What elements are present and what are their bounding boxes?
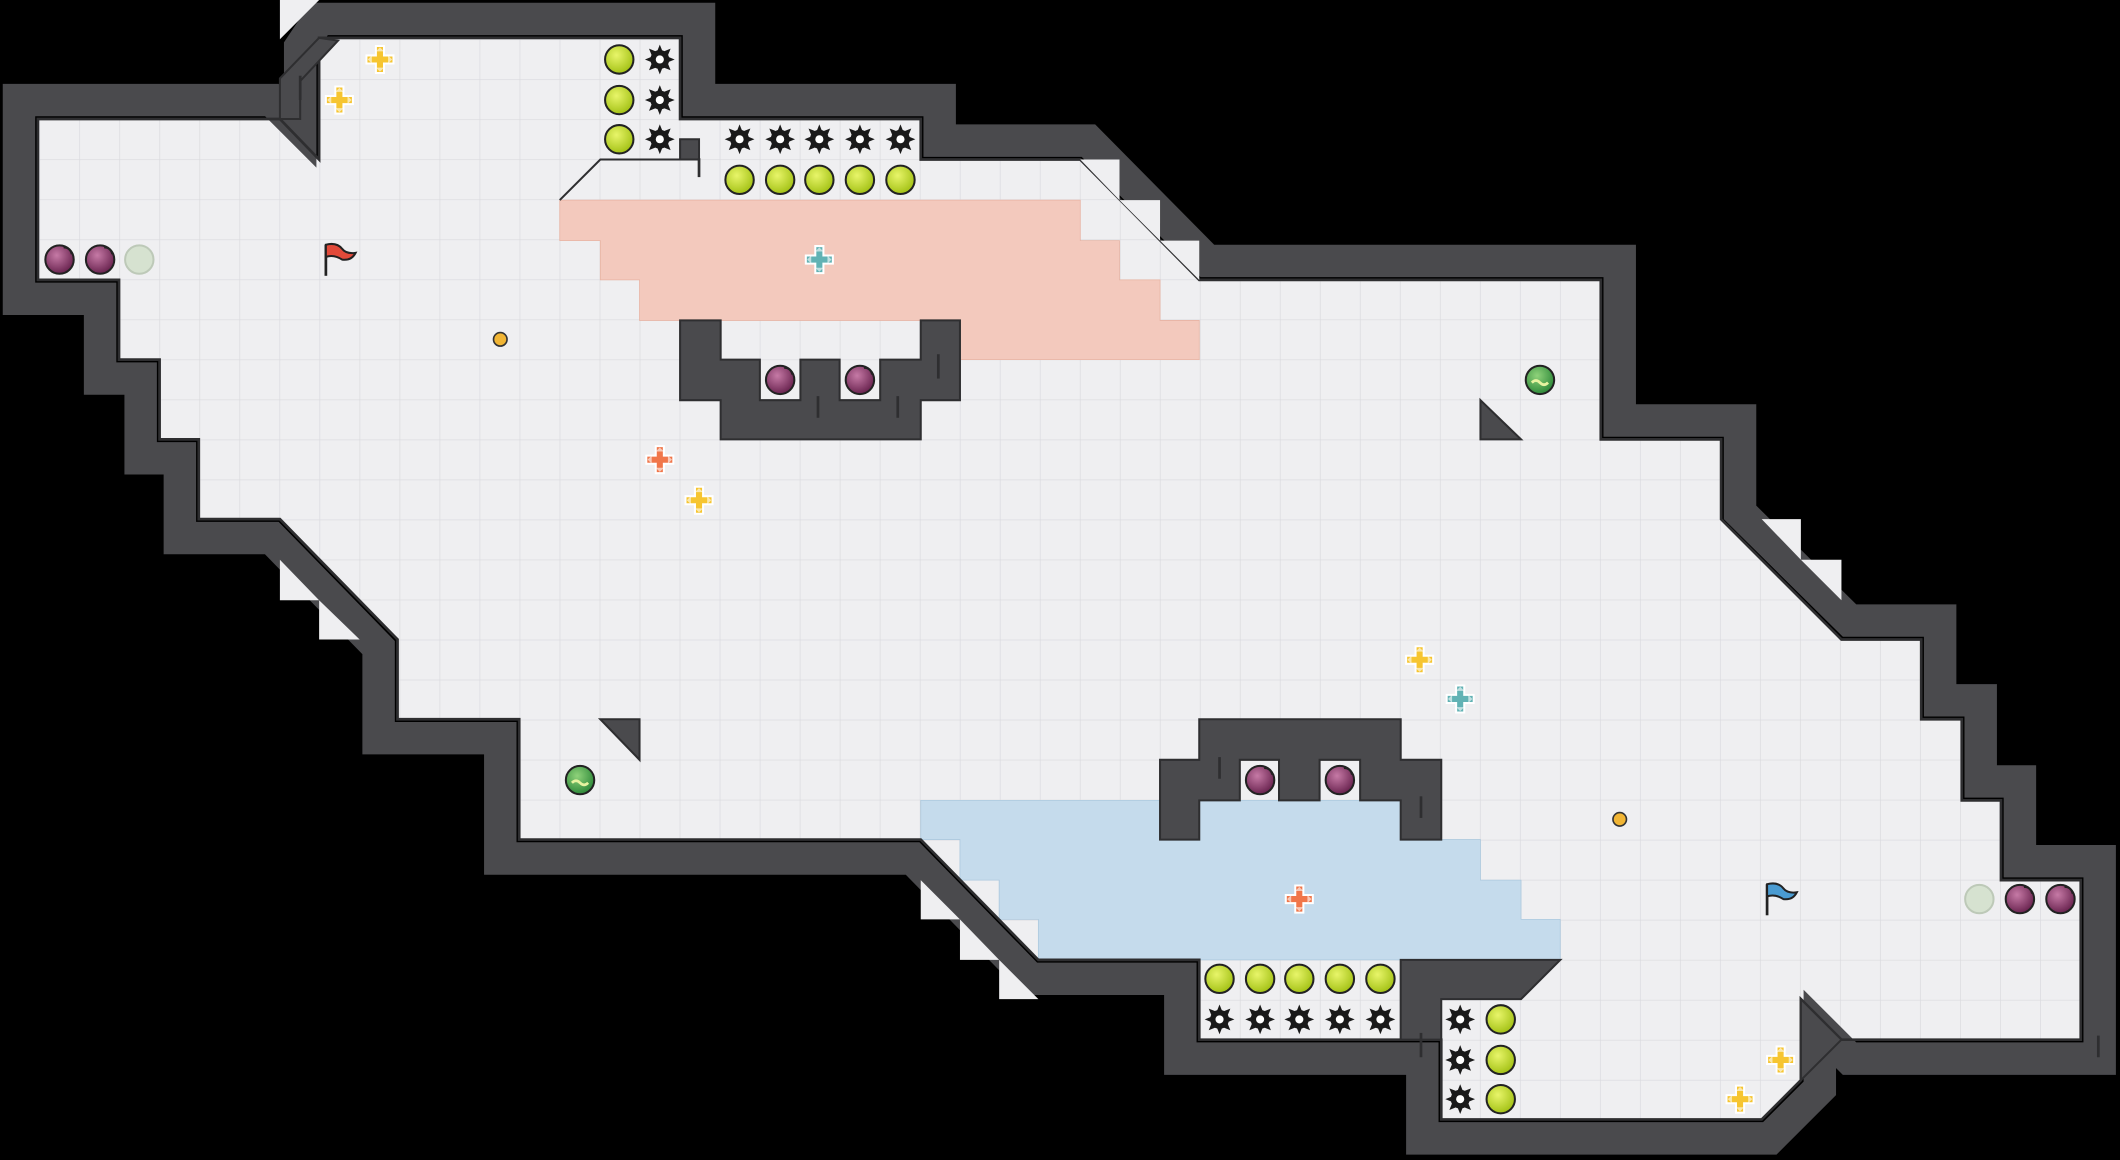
- portal-icon: [1524, 364, 1556, 396]
- wall-notches: [298, 75, 2100, 1058]
- spike-icon: [644, 124, 675, 155]
- powerup-icon: [804, 164, 835, 196]
- powerup-icon: [764, 164, 796, 196]
- powerup-icon: [604, 84, 635, 116]
- spike-icon: [1324, 1004, 1355, 1035]
- powerup-icon: [1485, 1004, 1516, 1035]
- spike-icon: [804, 124, 835, 155]
- red-flag-icon: [324, 242, 358, 276]
- spike-icon: [724, 124, 755, 155]
- ball-icon: [2004, 883, 2036, 915]
- blue-flag-icon: [1765, 882, 1799, 916]
- powerup-icon: [604, 44, 635, 75]
- inner-walls: [278, 36, 1843, 1083]
- spike-icon: [1445, 1084, 1476, 1115]
- powerup-icon: [724, 164, 755, 196]
- powerup-icon: [1485, 1083, 1516, 1115]
- spike-icon: [1445, 1004, 1476, 1035]
- ball-icon: [44, 244, 75, 275]
- button-icon: [1612, 811, 1628, 827]
- spike-icon: [845, 124, 875, 155]
- powerup-icon: [1204, 963, 1235, 995]
- spike-icon: [1365, 1004, 1396, 1035]
- spike-icon: [1284, 1004, 1315, 1035]
- spike-icon: [885, 124, 916, 155]
- portal-icon: [564, 764, 596, 796]
- inactive-bomb-icon: [124, 244, 155, 275]
- powerup-icon: [604, 124, 635, 155]
- powerup-icon: [1485, 1044, 1516, 1076]
- spike-icon: [765, 124, 796, 155]
- outer-walls-edge: [36, 36, 2083, 1121]
- powerup-icon: [1365, 963, 1396, 995]
- ball-icon: [84, 244, 116, 275]
- ball-icon: [1244, 764, 1276, 796]
- spike-icon: [644, 85, 675, 115]
- inactive-bomb-icon: [1964, 883, 1995, 915]
- spike-icon: [1245, 1004, 1275, 1035]
- ball-icon: [1324, 764, 1356, 796]
- powerup-icon: [885, 164, 916, 196]
- ball-icon: [764, 364, 796, 396]
- ball-icon: [2045, 883, 2076, 915]
- powerup-icon: [1284, 963, 1315, 995]
- spike-icon: [1445, 1045, 1476, 1075]
- ball-icon: [844, 364, 876, 396]
- arena-floor: [37, 37, 2081, 1120]
- powerup-icon: [844, 164, 876, 196]
- spike-icon: [644, 44, 675, 75]
- powerup-icon: [1244, 963, 1276, 995]
- powerup-icon: [1324, 963, 1356, 995]
- button-icon: [492, 331, 508, 347]
- spike-icon: [1204, 1004, 1235, 1035]
